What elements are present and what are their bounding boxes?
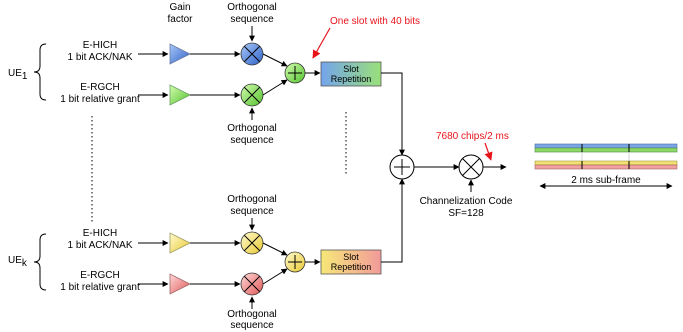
subframe-bar-bottom bbox=[534, 160, 678, 170]
orth-seq-uek-bottom-label-2: sequence bbox=[230, 320, 274, 331]
combiner-adder bbox=[389, 154, 415, 180]
uek-ergch-multiplier bbox=[240, 272, 264, 296]
chips-annotation: 7680 chips/2 ms bbox=[436, 131, 509, 142]
uek-ehich-to-adder bbox=[262, 242, 288, 256]
channelization-code-label-2: SF=128 bbox=[448, 208, 484, 219]
uek-slot-repetition-label-2: Repetition bbox=[331, 262, 372, 272]
gain-factor-label-2: factor bbox=[167, 14, 193, 25]
uek-ehich-title: E-HICH bbox=[83, 228, 117, 239]
one-slot-arrow bbox=[312, 27, 331, 59]
ue1-label: UE1 bbox=[8, 68, 28, 82]
orth-seq-ue1-bottom-label-1: Orthogonal bbox=[227, 123, 276, 134]
subframe-bar-top bbox=[534, 143, 678, 153]
ue1-ergch-multiplier bbox=[240, 83, 264, 107]
uek-ergch-title: E-RGCH bbox=[80, 270, 119, 281]
gain-factor-label-1: Gain bbox=[169, 2, 190, 13]
uek-slot-repetition-label-1: Slot bbox=[343, 252, 359, 262]
orth-seq-top-label-2: sequence bbox=[230, 14, 274, 25]
ue1-ehich-to-adder bbox=[262, 53, 288, 67]
ue1-ergch-title: E-RGCH bbox=[80, 82, 119, 93]
channelization-code-label-1: Channelization Code bbox=[420, 196, 513, 207]
uek-label: UEk bbox=[8, 255, 28, 269]
uek-ehich-desc: 1 bit ACK/NAK bbox=[67, 240, 132, 251]
ue1-slot-repetition-box bbox=[320, 61, 382, 87]
subframe-label: 2 ms sub-frame bbox=[571, 175, 641, 186]
uek-adder bbox=[284, 251, 306, 273]
ue1-slot-to-combiner bbox=[381, 72, 405, 156]
orth-seq-uek-top-label-2: sequence bbox=[230, 206, 274, 217]
orth-seq-ue1-bottom-label-2: sequence bbox=[230, 135, 274, 146]
uek-ergch-desc: 1 bit relative grant bbox=[60, 282, 140, 293]
ue1-brace bbox=[33, 43, 47, 101]
one-slot-annotation: One slot with 40 bits bbox=[330, 16, 420, 27]
ue1-slot-repetition-label-2: Repetition bbox=[331, 74, 372, 84]
ue1-ehich-multiplier bbox=[240, 42, 264, 66]
uek-ehich-gain-amplifier bbox=[169, 232, 191, 254]
ue1-ergch-gain-amplifier bbox=[169, 84, 191, 106]
uek-ergch-to-adder bbox=[262, 268, 288, 285]
orth-seq-top-label-1: Orthogonal bbox=[227, 2, 276, 13]
uek-brace bbox=[33, 233, 47, 291]
ue1-ehich-title: E-HICH bbox=[83, 40, 117, 51]
ue1-ehich-desc: 1 bit ACK/NAK bbox=[67, 52, 132, 63]
ue1-adder bbox=[284, 62, 306, 84]
ue1-ergch-desc: 1 bit relative grant bbox=[60, 94, 140, 105]
uek-ergch-gain-amplifier bbox=[169, 273, 191, 295]
ue1-ehich-gain-amplifier bbox=[169, 43, 191, 65]
ue1-slot-repetition-label-1: Slot bbox=[343, 64, 359, 74]
uek-ehich-multiplier bbox=[240, 231, 264, 255]
ue1-ergch-to-adder bbox=[262, 79, 288, 96]
orth-seq-uek-top-label-1: Orthogonal bbox=[227, 194, 276, 205]
channelization-multiplier bbox=[458, 154, 484, 180]
orth-seq-uek-bottom-label-1: Orthogonal bbox=[227, 309, 276, 320]
chips-arrow bbox=[484, 142, 493, 161]
uek-slot-to-combiner bbox=[381, 178, 405, 263]
